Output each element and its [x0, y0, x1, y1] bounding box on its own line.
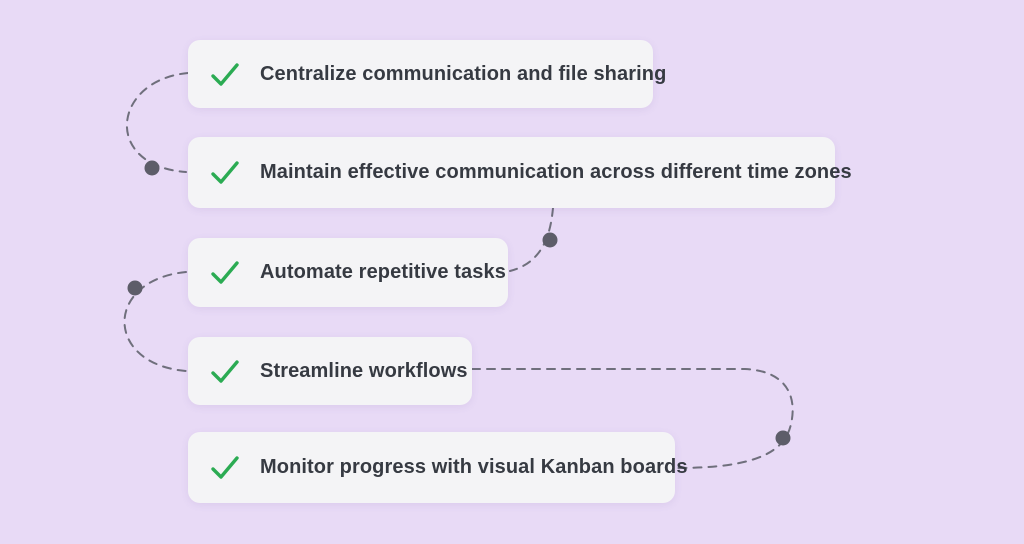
checklist-item-card: Monitor progress with visual Kanban boar… — [188, 432, 687, 503]
connector-dot-1 — [144, 160, 160, 176]
connector-card4-card5 — [471, 368, 794, 469]
checklist-item-card: Streamline workflows — [188, 337, 472, 405]
checklist-item-card: Maintain effective communication across … — [188, 137, 852, 208]
checkmark-icon — [208, 59, 242, 89]
checkmark-icon — [208, 453, 242, 483]
checklist-item-label: Centralize communication and file sharin… — [260, 62, 667, 85]
checkmark-icon — [208, 158, 242, 188]
checklist-item-label: Maintain effective communication across … — [260, 161, 852, 183]
checklist-item-label: Streamline workflows — [260, 359, 468, 382]
connector-dot-2 — [542, 232, 558, 248]
checkmark-icon — [208, 356, 242, 386]
checklist-item-label: Monitor progress with visual Kanban boar… — [260, 456, 688, 478]
checklist-item-card: Automate repetitive tasks — [188, 238, 508, 307]
connector-dot-4 — [775, 430, 791, 446]
connector-dot-3 — [127, 280, 143, 296]
checkmark-icon — [208, 258, 242, 288]
connector-card1-card2 — [126, 72, 189, 173]
checklist-item-label: Automate repetitive tasks — [260, 261, 506, 283]
checklist-item-card: Centralize communication and file sharin… — [188, 40, 666, 108]
